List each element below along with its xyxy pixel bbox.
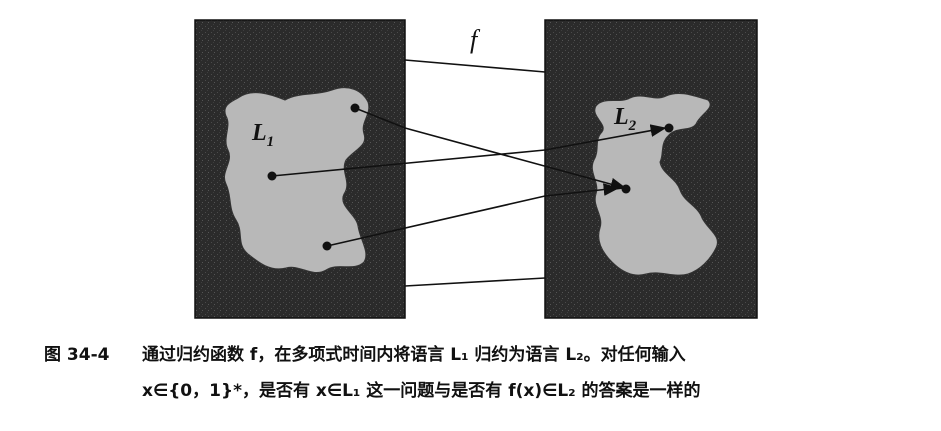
- map-line-lower-arrow: [544, 183, 620, 197]
- map-line-upper-point: [354, 107, 406, 129]
- point-l2-middle: [621, 184, 631, 194]
- map-line-bottom-edge: [404, 277, 546, 287]
- caption-line-2: x∈{0，1}*，是否有 x∈L₁ 这一问题与是否有 f(x)∈L₂ 的答案是一…: [142, 381, 701, 401]
- map-line-middle: [271, 149, 546, 177]
- map-line-middle-arrow: [544, 124, 667, 151]
- set-l1-label: L1: [251, 120, 274, 150]
- point-l1-upper: [350, 103, 360, 113]
- function-label: f: [470, 25, 481, 54]
- caption-line-1: 通过归约函数 f，在多项式时间内将语言 L₁ 归约为语言 L₂。对任何输入: [142, 345, 686, 365]
- figure-number: 图 34-4: [44, 345, 110, 365]
- point-l1-middle: [267, 171, 277, 181]
- map-line-top-edge: [404, 59, 546, 73]
- point-l2-upper: [664, 123, 674, 133]
- map-line-upper-cross: [404, 127, 627, 191]
- map-line-lower: [326, 195, 546, 247]
- point-l1-lower: [322, 241, 332, 251]
- set-l2-label: L2: [613, 104, 637, 134]
- set-l1-region: [224, 87, 370, 273]
